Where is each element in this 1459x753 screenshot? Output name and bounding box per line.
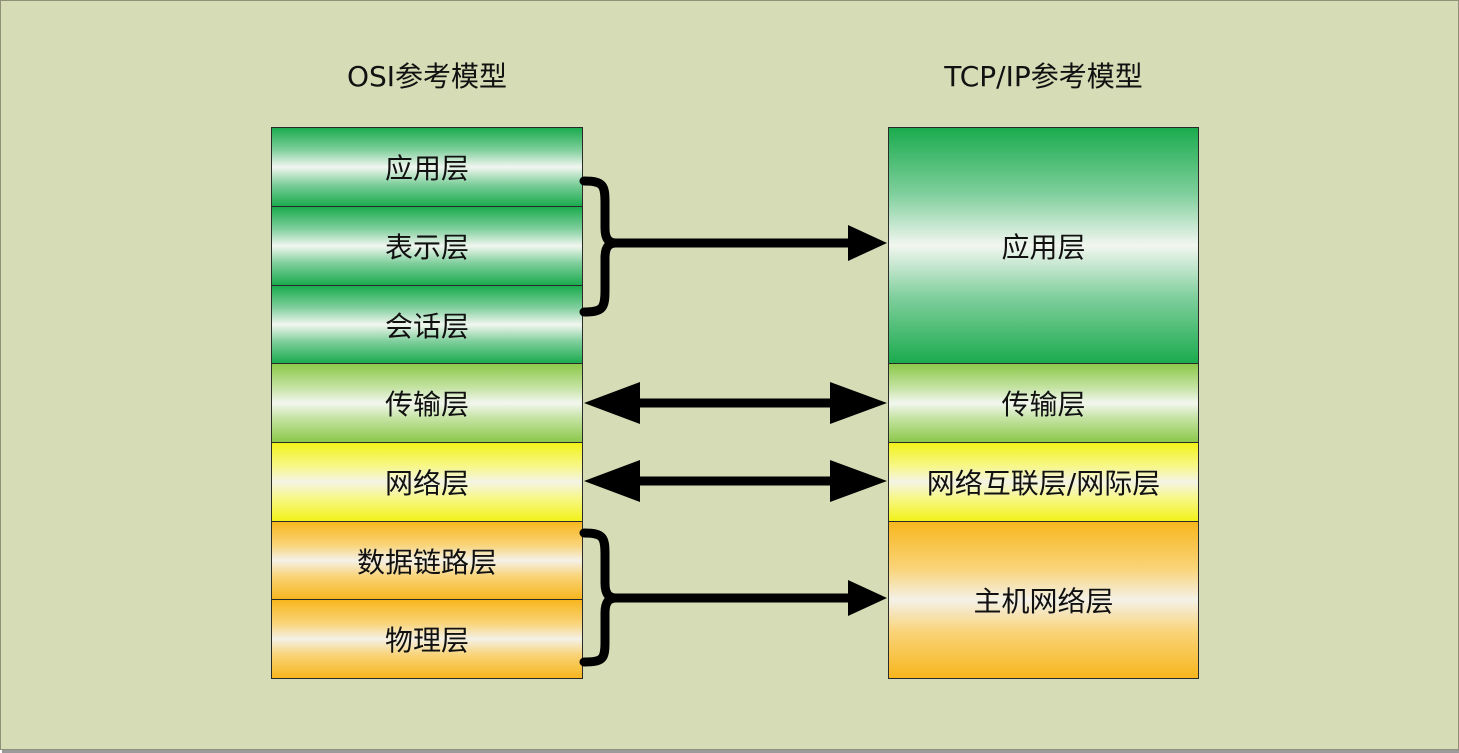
tcpip-transport-layer: 传输层 [888,363,1199,443]
tcpip-model-title: TCP/IP参考模型 [944,60,1143,93]
osi-network-layer: 网络层 [271,442,583,522]
tcpip-internet-layer: 网络互联层/网际层 [888,442,1199,522]
osi-data-link-layer: 数据链路层 [271,521,583,600]
tcpip-host-network-layer: 主机网络层 [888,521,1199,679]
osi-presentation-layer: 表示层 [271,206,583,286]
osi-application-layer: 应用层 [271,127,583,207]
osi-physical-layer: 物理层 [271,599,583,679]
tcpip-application-layer: 应用层 [888,127,1199,364]
osi-session-layer: 会话层 [271,285,583,364]
osi-model-title: OSI参考模型 [346,60,508,93]
osi-transport-layer: 传输层 [271,363,583,443]
